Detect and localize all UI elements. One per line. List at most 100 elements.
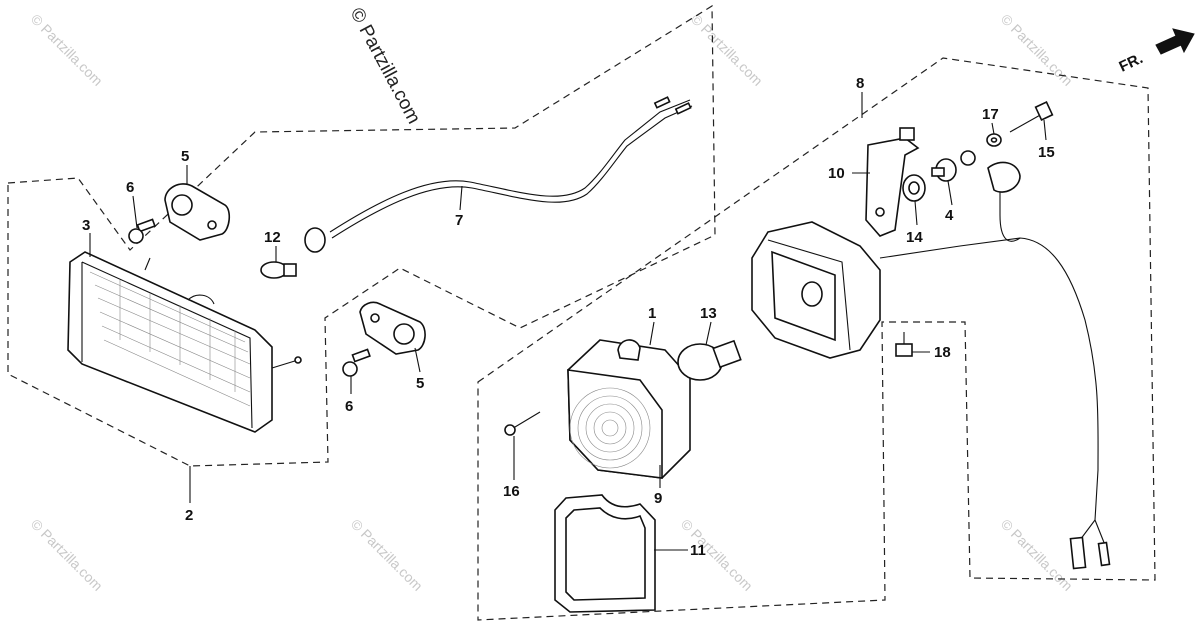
washer [986,133,1002,147]
watermark: © Partzilla.com [28,11,106,89]
taillight-bulb [677,339,742,381]
harness-terminal [653,96,671,109]
leader-17 [991,122,995,135]
callout-2: 2 [185,507,193,524]
headlight-top-stud [144,257,151,271]
tail-harness-connector [1097,541,1111,567]
headlight-back-bulge [187,294,215,305]
ground-ring [960,150,976,166]
tail-mount-bolt [1009,101,1054,133]
taillight-screw [504,411,541,436]
outline-taillight-group [477,57,1156,621]
taillight-lens [567,339,691,479]
harness-connector [304,227,326,253]
callout-8: 8 [856,75,864,92]
small-bolt [895,332,913,357]
front-direction-label: FR. [1117,50,1146,76]
tail-harness-branch [1094,519,1106,546]
washer-hole [990,137,998,143]
taillight-harness [879,150,1111,570]
headlight-lens-edge [81,261,253,429]
bulb-glass [260,261,288,279]
leader-1 [649,321,655,346]
screw-head [504,424,516,436]
callout-18: 18 [934,344,951,361]
screw-shank [509,411,541,431]
leader-15 [1043,119,1047,141]
callout-5b: 5 [416,375,424,392]
headlight-harness [304,96,693,253]
callout-7: 7 [455,212,463,229]
grommet [902,174,926,202]
leader-13 [705,321,712,346]
leader-7 [459,185,463,211]
group-outlines [7,4,1156,621]
bulb-base [712,339,742,369]
bracket-hole [875,207,885,217]
watermark-main: © Partzilla.com [346,4,425,127]
headlight-bracket-lower [359,301,426,355]
watermark: © Partzilla.com [688,11,766,89]
headlight-bulb [260,261,297,279]
watermark: © Partzilla.com [348,516,426,594]
callout-16: 16 [503,483,520,500]
callout-6b: 6 [345,398,353,415]
bracket-tab [899,127,915,141]
callout-labels: 1 2 3 4 5 5 6 6 7 8 9 10 11 12 13 14 15 … [82,75,1055,559]
taillight-bracket [865,127,920,237]
harness-wire-2 [331,105,693,239]
taillight-lens-face [567,369,663,479]
leader-lines [89,92,1047,551]
callout-9: 9 [654,490,662,507]
front-direction-marker: FR. [1117,28,1195,76]
callout-12: 12 [264,229,281,246]
callout-17: 17 [982,106,999,123]
harness-terminal [674,102,692,115]
front-direction-arrow-icon [1155,28,1195,55]
gasket-inner [565,507,646,601]
bolt-head [128,228,144,244]
leader-5b [414,347,421,373]
bracket-boss [171,194,193,216]
grommet-center [908,181,920,195]
leader-14 [914,200,918,226]
headlight-adjust-screw-head [294,356,302,364]
watermark: © Partzilla.com [998,11,1076,89]
callout-14: 14 [906,229,923,246]
callout-3: 3 [82,217,90,234]
leader-6a [132,195,138,229]
taillight-base [751,221,881,359]
bracket-body [359,301,426,355]
callout-13: 13 [700,305,717,322]
watermark: © Partzilla.com [28,516,106,594]
bracket-hole [207,220,217,230]
bolt-head [342,361,358,377]
bolt-head [895,343,913,357]
bulb-base [283,263,297,277]
harness-wire [329,99,691,233]
headlight-bracket-upper [164,183,231,241]
headlight-housing [67,251,273,433]
taillight-base-hole [801,281,823,307]
tail-harness-connector [1069,536,1087,570]
collar-stem [931,167,945,177]
watermark: © Partzilla.com [998,516,1076,594]
callout-5a: 5 [181,148,189,165]
headlight-lens-texture [89,271,251,407]
headlight-bolt-lower [342,348,371,377]
taillight-base-rim [767,239,851,351]
lens-concentric-rings [569,387,651,469]
taillight-rubber-gasket [554,494,656,613]
tail-harness-wire [879,237,1099,521]
taillight-top-tab [617,339,641,361]
bracket-hole [370,313,380,323]
headlight-bolt-upper [128,218,156,244]
collar [931,158,957,182]
bolt-head [1034,101,1054,121]
bolt-shank [351,348,371,363]
callout-4: 4 [945,207,954,224]
ground-terminal [987,161,1021,193]
callout-11: 11 [690,542,706,559]
headlight-assembly [67,251,302,433]
